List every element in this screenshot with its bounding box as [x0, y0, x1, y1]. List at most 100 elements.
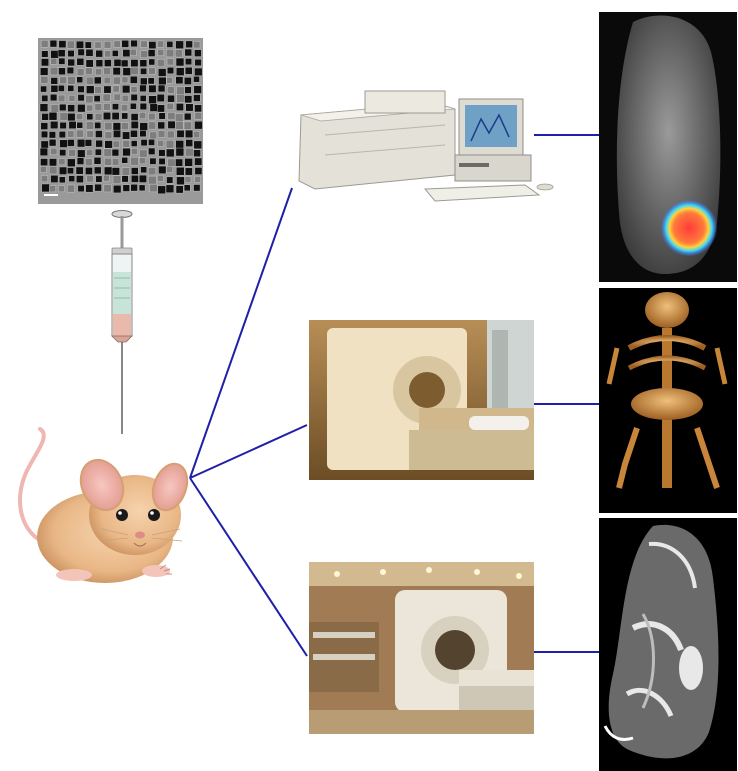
nanocube-mark: [185, 49, 192, 56]
nanocube-mark: [185, 168, 192, 175]
optical-result-graphic: [599, 12, 737, 282]
nanocube-mark: [77, 104, 85, 112]
nanocube-mark: [167, 177, 173, 183]
nanocube-mark: [158, 140, 164, 146]
nanocube-mark: [50, 40, 57, 47]
nanocube-mark: [184, 77, 191, 84]
nanocube-mark: [167, 87, 174, 94]
nanocube-mark: [148, 139, 154, 145]
nanocube-mark: [185, 177, 191, 183]
syringe-illustration: [100, 208, 144, 436]
nanocube-mark: [194, 68, 202, 76]
nanocube-mark: [85, 159, 92, 166]
nanocube-mark: [87, 131, 94, 138]
nanocube-mark: [131, 141, 137, 147]
nanocube-mark: [176, 148, 184, 156]
nanocube-mark: [76, 130, 83, 137]
nanocube-mark: [59, 167, 67, 175]
nanocube-mark: [104, 167, 112, 175]
nanocube-mark: [176, 41, 184, 49]
nanocube-mark: [67, 168, 73, 174]
nanocube-mark: [131, 87, 137, 93]
nanocube-mark: [168, 112, 175, 119]
nanocube-mark: [185, 58, 191, 64]
nanocube-mark: [113, 67, 120, 74]
nanocube-mark: [139, 112, 146, 119]
nanocube-mark: [42, 184, 50, 192]
nanocube-mark: [87, 114, 93, 120]
nanocube-mark: [150, 184, 158, 192]
nanocube-mark: [194, 86, 202, 94]
nanocube-mark: [51, 85, 58, 92]
nanocube-mark: [95, 87, 102, 94]
nanocube-mark: [157, 94, 164, 101]
nanocube-mark: [195, 59, 202, 66]
nanocube-mark: [166, 49, 174, 57]
nanocube-mark: [123, 148, 131, 156]
nanocube-mark: [94, 167, 101, 174]
nanocube-mark: [69, 121, 76, 128]
nanocube-mark: [122, 85, 130, 93]
nanocube-mark: [159, 113, 165, 119]
nanocube-mark: [77, 58, 84, 65]
nanocube-mark: [159, 158, 165, 164]
nanocube-mark: [131, 184, 138, 191]
nanocube-mark: [86, 122, 94, 130]
nanocube-mark: [77, 150, 85, 158]
nanocube-mark: [122, 77, 128, 83]
nanocube-mark: [193, 76, 199, 82]
nanocube-mark: [51, 105, 59, 113]
nanocube-mark: [123, 49, 130, 56]
nanocube-mark: [130, 49, 136, 55]
nanocube-mark: [140, 68, 146, 74]
nanocube-mark: [67, 159, 75, 167]
nanocube-mark: [104, 185, 111, 192]
nanocube-mark: [51, 50, 59, 58]
nanocube-mark: [139, 150, 147, 158]
nanocube-mark: [175, 114, 183, 122]
nanocube-mark: [177, 130, 184, 137]
nanocube-mark: [148, 148, 155, 155]
nanocube-mark: [58, 95, 65, 102]
nanocube-mark: [157, 41, 163, 47]
nanocube-mark: [69, 149, 76, 156]
nanocube-mark: [60, 150, 66, 156]
nanocube-mark: [139, 175, 146, 182]
nanocube-mark: [186, 104, 193, 111]
nanocube-mark: [49, 186, 55, 192]
nanocube-mark: [85, 68, 92, 75]
nanocube-mark: [59, 104, 66, 111]
nanocube-mark: [112, 168, 120, 176]
nanocube-mark: [149, 59, 155, 65]
nanocube-mark: [167, 67, 174, 74]
nanocube-mark: [122, 132, 129, 139]
nanocube-mark: [158, 49, 164, 55]
nanocube-mark: [177, 87, 185, 95]
nanocube-mark: [176, 186, 183, 193]
nanocube-mark: [166, 166, 172, 172]
nanocube-mark: [176, 77, 183, 84]
nanocube-mark: [50, 67, 58, 75]
nanocube-mark: [112, 112, 119, 119]
nanocube-mark: [130, 130, 137, 137]
nanocube-mark: [104, 149, 112, 157]
nanocube-mark: [121, 60, 128, 67]
nanocube-mark: [113, 141, 119, 147]
nanocube-mark: [112, 50, 118, 56]
nanocube-mark: [86, 49, 93, 56]
nanocube-mark: [167, 77, 173, 83]
nanocube-mark: [78, 185, 84, 191]
nanocube-mark: [123, 185, 130, 192]
nanocube-mark: [51, 175, 58, 182]
nanocube-mark: [49, 132, 56, 139]
nanocube-mark: [69, 176, 75, 182]
nanocube-mark: [168, 121, 175, 128]
nanocube-mark: [123, 68, 131, 76]
nanocube-mark: [148, 78, 154, 84]
nanocube-mark: [67, 185, 74, 192]
nanocube-mark: [186, 140, 193, 147]
nanocube-mark: [77, 77, 83, 83]
nanocube-mark: [76, 114, 82, 120]
nanocube-mark: [68, 76, 76, 84]
nanocube-mark: [131, 67, 139, 75]
